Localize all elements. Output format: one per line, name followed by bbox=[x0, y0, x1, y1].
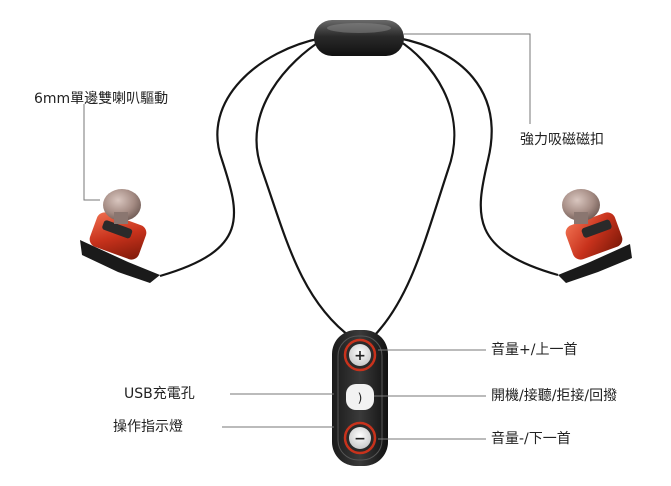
volume-down-button[interactable]: − bbox=[343, 421, 377, 455]
leader-magnet bbox=[404, 33, 531, 124]
cable bbox=[159, 36, 559, 339]
leader-lines bbox=[83, 33, 531, 440]
label-volume-down: 音量-/下一首 bbox=[491, 431, 571, 447]
label-usb: USB充電孔 bbox=[124, 386, 195, 402]
leader-driver bbox=[83, 104, 100, 201]
label-driver: 6mm單邊雙喇叭驅動 bbox=[34, 91, 169, 107]
label-volume-up: 音量+/上一首 bbox=[491, 342, 578, 358]
volume-up-button[interactable]: + bbox=[343, 338, 377, 372]
control-unit: + ) − bbox=[332, 330, 388, 466]
svg-text:): ) bbox=[358, 391, 363, 405]
label-power: 開機/接聽/拒接/回撥 bbox=[491, 388, 618, 404]
left-earbud bbox=[80, 189, 160, 283]
label-magnet: 強力吸磁磁扣 bbox=[520, 132, 604, 148]
right-earbud bbox=[558, 189, 632, 283]
magnet-pod bbox=[314, 20, 404, 56]
svg-text:−: − bbox=[354, 431, 366, 447]
svg-text:+: + bbox=[354, 348, 366, 364]
power-button[interactable]: ) bbox=[346, 384, 374, 410]
label-led: 操作指示燈 bbox=[113, 419, 183, 435]
